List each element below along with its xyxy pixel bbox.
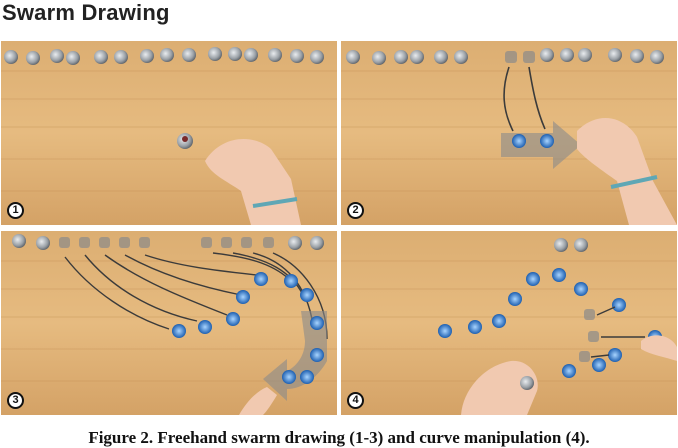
robot-row (12, 234, 324, 250)
robot-curve (438, 268, 626, 378)
figure-caption: Figure 2. Freehand swarm drawing (1-3) a… (88, 428, 590, 447)
panel-2-image (341, 41, 677, 225)
panel-2-photo: 2 (341, 41, 677, 225)
bracelet (610, 175, 658, 189)
panel-label-2: 2 (347, 202, 364, 219)
hand-right (641, 335, 677, 361)
hand (577, 118, 677, 225)
robot-row (4, 47, 324, 65)
trail-arrow (501, 121, 581, 169)
panel-label-3: 3 (7, 392, 24, 409)
figure-heading: Swarm Drawing (2, 0, 170, 25)
panel-1-photo: 1 (1, 41, 337, 225)
panel-3-photo: 3 (1, 231, 337, 415)
panel-4-image (341, 231, 677, 415)
panel-1-image (1, 41, 337, 225)
panel-label-1: 1 (7, 202, 24, 219)
robot-row (346, 48, 664, 65)
panel-3-image (1, 231, 337, 415)
bracelet (252, 197, 298, 208)
panel-label-4: 4 (347, 392, 364, 409)
hand (239, 387, 277, 415)
robot-curve (172, 272, 324, 384)
panel-4-photo: 4 (341, 231, 677, 415)
hand-left (461, 360, 538, 415)
